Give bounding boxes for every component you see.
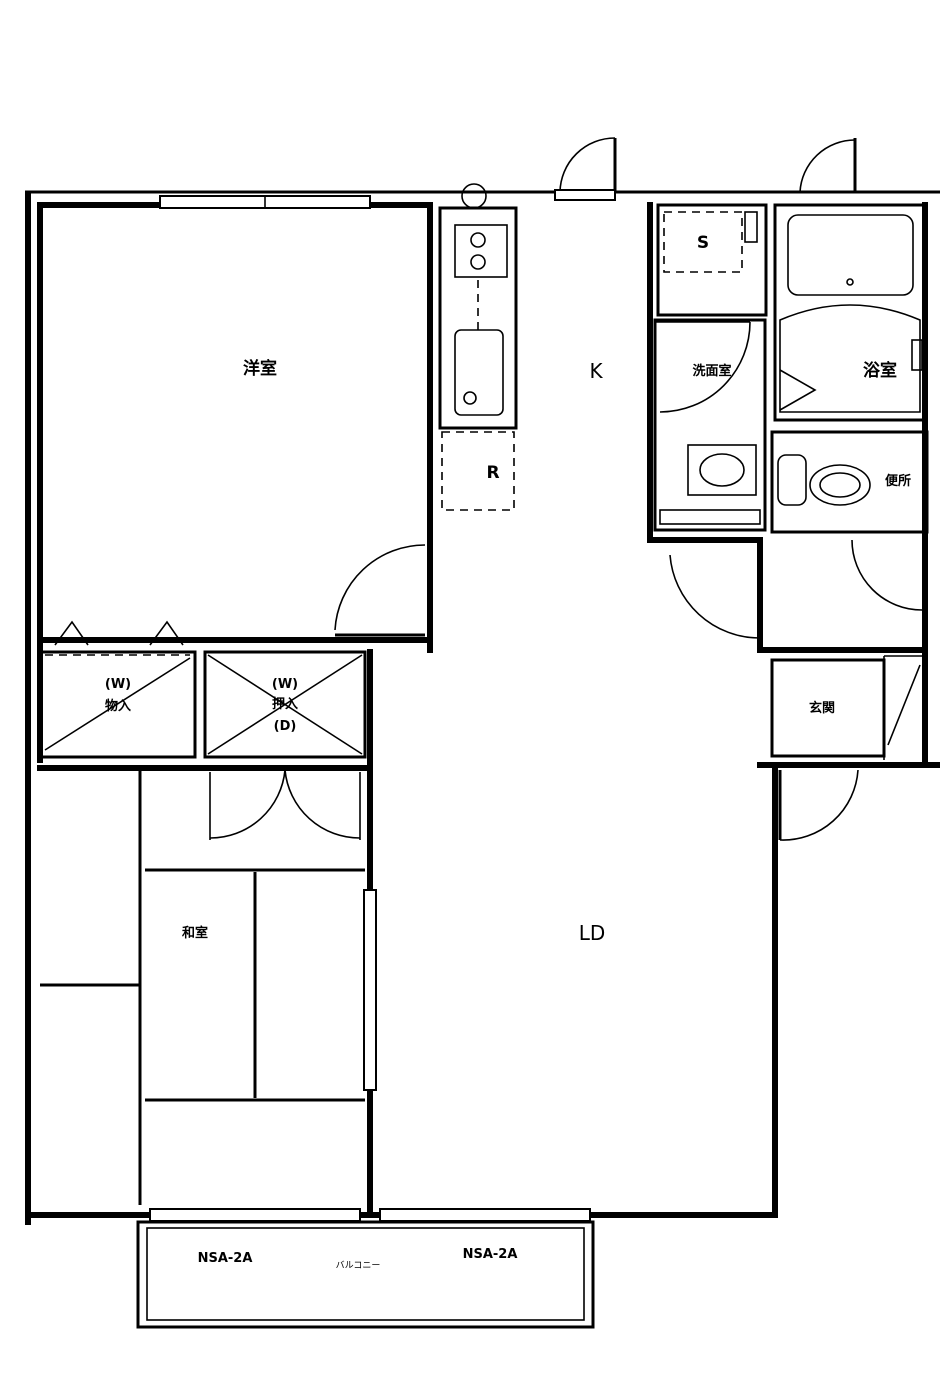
- hall-doors: [669, 539, 923, 639]
- entrance: [770, 655, 925, 841]
- storage-s: [656, 203, 768, 317]
- label-closet-left-top: (W): [105, 677, 131, 692]
- balcony: [136, 1208, 595, 1329]
- label-storage-s: S: [697, 233, 709, 253]
- label-balcony: バルコニー: [336, 1260, 381, 1271]
- label-sash-right: NSA-2A: [463, 1247, 518, 1262]
- label-western-room: 洋室: [243, 358, 277, 379]
- label-closet-left: 物入: [105, 698, 131, 714]
- label-washroom: 洗面室: [692, 363, 731, 379]
- japanese-room: [37, 649, 377, 1218]
- outer-walls: [25, 190, 940, 1225]
- label-closet-right-top: (W): [272, 677, 298, 692]
- label-japanese-room: 和室: [182, 925, 208, 941]
- closet-left: [38, 620, 197, 759]
- western-room-window: [159, 195, 371, 209]
- label-closet-right-bottom: (D): [274, 719, 297, 734]
- label-sash-left: NSA-2A: [198, 1251, 253, 1266]
- closet-right: [203, 650, 367, 759]
- label-entrance: 玄関: [809, 700, 835, 716]
- kitchen-door: [554, 137, 617, 201]
- toilet: [770, 430, 929, 534]
- washroom: [653, 318, 767, 532]
- kitchen-counter: [438, 183, 518, 430]
- label-closet-right: 押入: [272, 696, 298, 712]
- bathroom: [773, 138, 927, 422]
- label-refrigerator: R: [486, 463, 499, 483]
- label-bathroom: 浴室: [863, 360, 897, 381]
- label-kitchen: K: [589, 359, 603, 383]
- western-room-door: [334, 544, 426, 637]
- label-toilet: 便所: [885, 473, 911, 489]
- refrigerator-space: [441, 431, 515, 511]
- label-living-dining: LD: [579, 921, 606, 945]
